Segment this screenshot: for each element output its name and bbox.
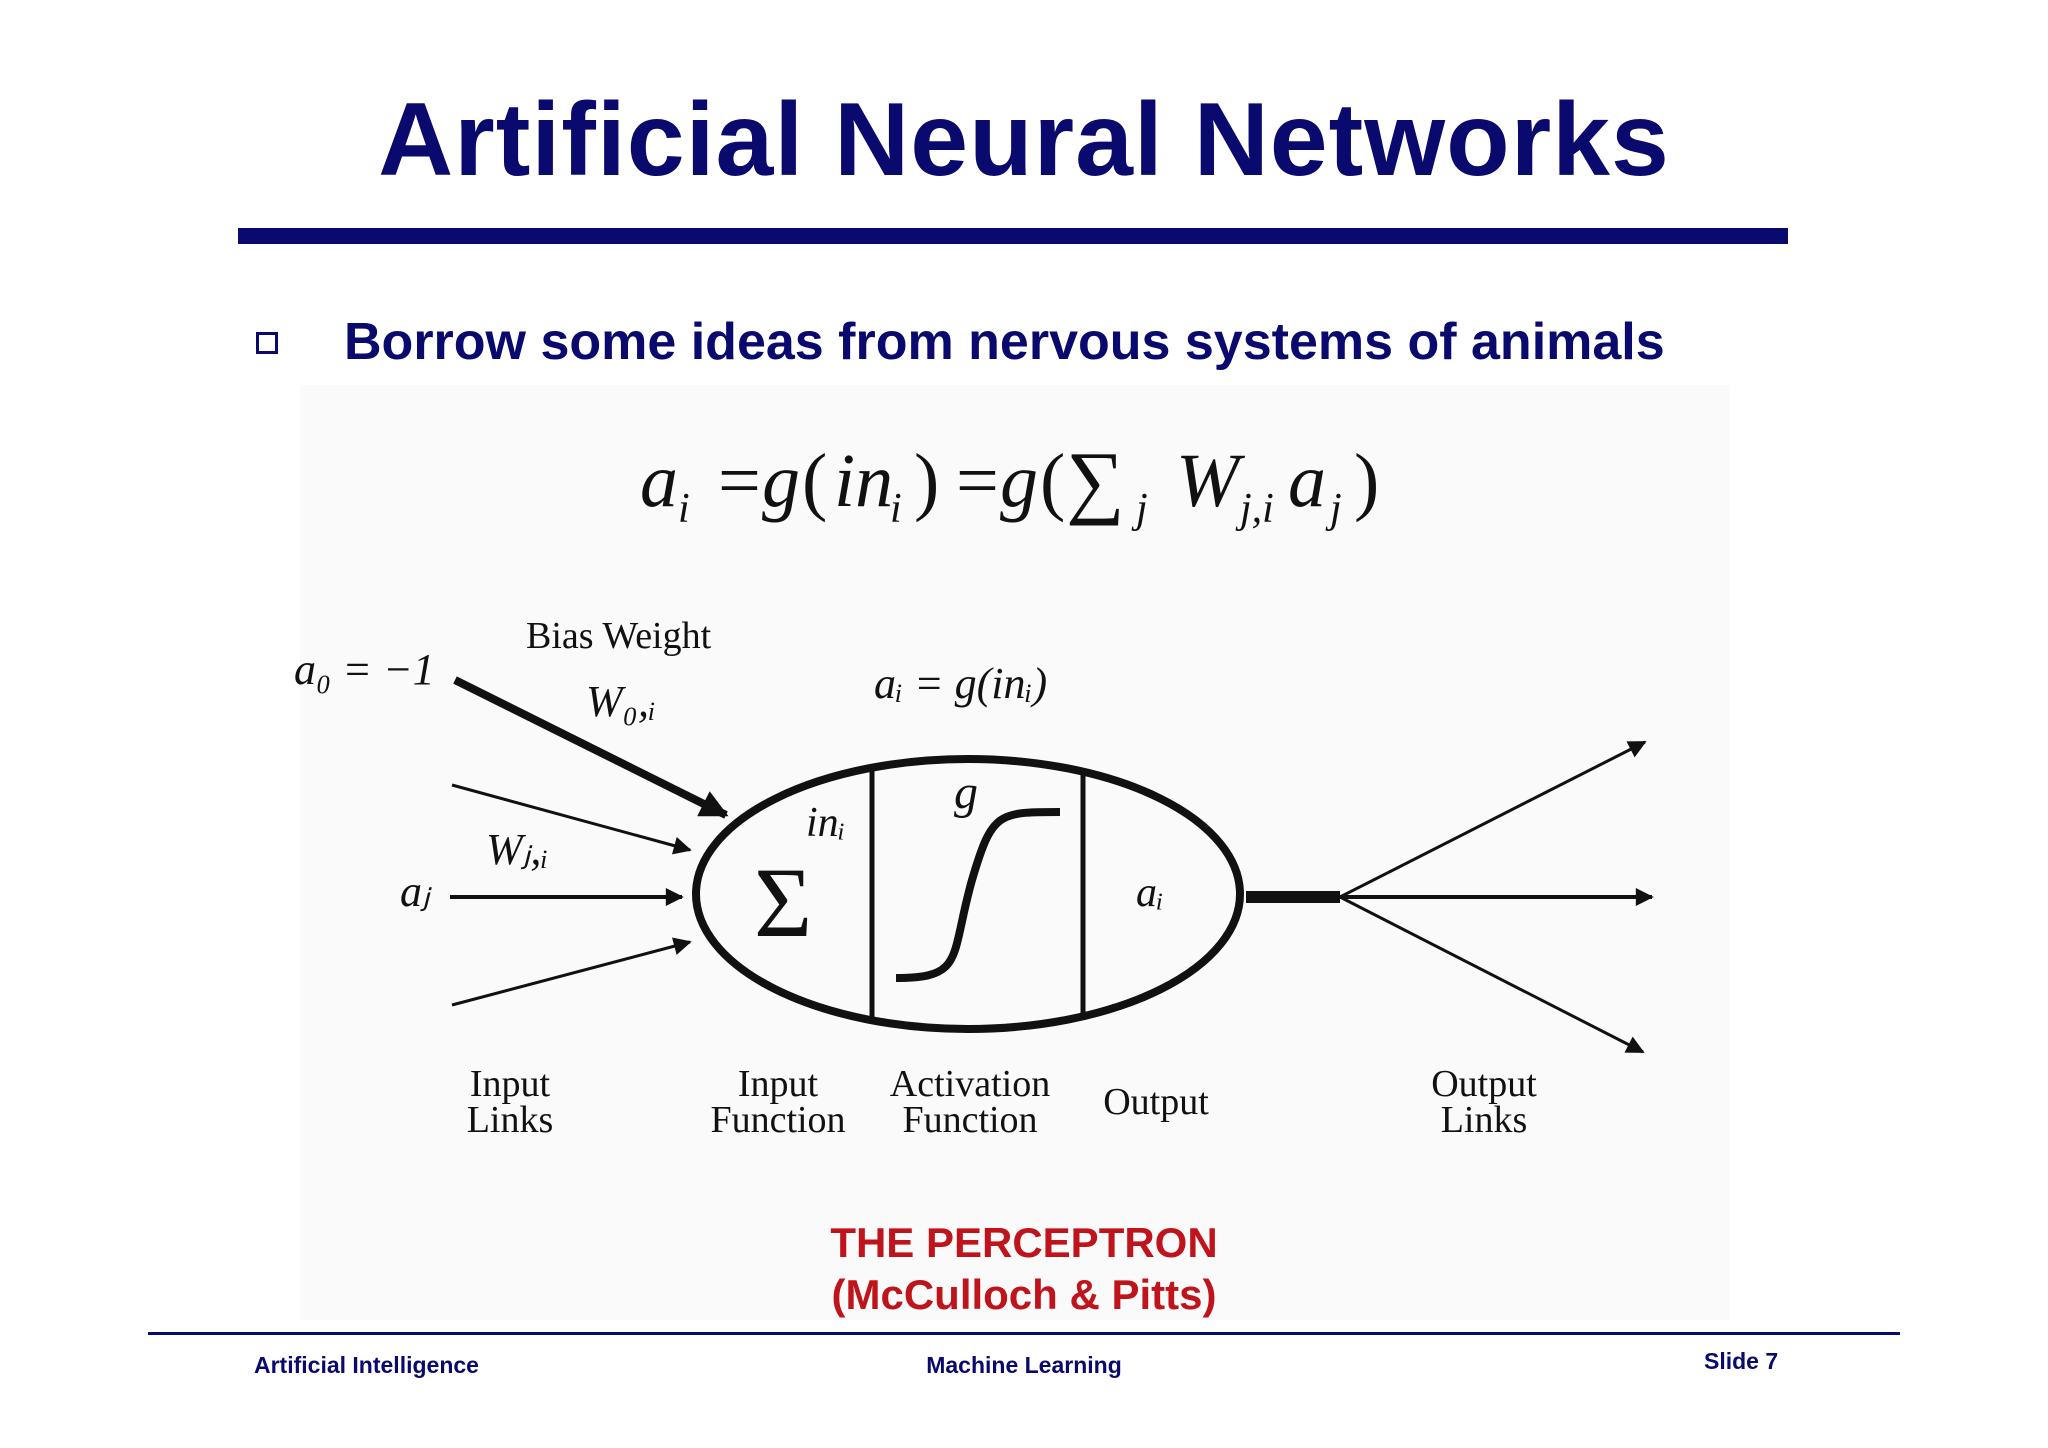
formula-lparen: ( — [802, 439, 827, 523]
formula-subscript-i: i — [890, 486, 902, 532]
formula-subscript-i: i — [678, 486, 690, 532]
output-links-label: Output — [1431, 1063, 1537, 1105]
aj-label: aⱼ — [400, 867, 432, 916]
footer-center: Machine Learning — [926, 1352, 1122, 1378]
output-link-arrow — [1339, 740, 1647, 899]
hollow-square-bullet-icon — [256, 332, 278, 354]
in-label: inᵢ — [806, 800, 845, 846]
output-label: Output — [1103, 1081, 1209, 1123]
slide-number: Slide 7 — [1704, 1348, 1779, 1374]
formula-rparen: ) — [914, 439, 939, 523]
w0i-label: W₀,ᵢ — [586, 677, 656, 726]
formula-lparen: ( — [1040, 439, 1065, 523]
activation-function-label: Function — [902, 1099, 1037, 1141]
slide-title: Artificial Neural Networks — [378, 82, 1670, 198]
formula-subscript-ji: j,i — [1235, 486, 1274, 532]
formula-W: W — [1176, 439, 1246, 523]
formula-subscript-j: j — [1131, 486, 1148, 532]
footer-left: Artificial Intelligence — [254, 1352, 479, 1378]
sigmoid-curve-icon — [895, 808, 1061, 982]
caption-title: THE PERCEPTRON — [830, 1219, 1218, 1266]
caption-subtitle: (McCulloch & Pitts) — [831, 1271, 1217, 1318]
a0-equation-label: a₀ = −1 — [294, 645, 435, 694]
wji-label: Wⱼ,ᵢ — [486, 825, 548, 874]
input-link-arrow — [451, 783, 692, 855]
input-links-label: Links — [467, 1099, 554, 1141]
bias-weight-label: Bias Weight — [526, 615, 712, 657]
ai-label: aᵢ — [1136, 870, 1164, 916]
formula-a: a — [640, 439, 678, 523]
output-link-arrow — [1339, 895, 1645, 1054]
formula-g: g — [1000, 439, 1038, 523]
input-link-arrow — [451, 937, 692, 1007]
perceptron-figure-background — [300, 385, 1730, 1320]
formula-rparen: ) — [1354, 439, 1379, 523]
formula-equals: = — [956, 439, 999, 523]
input-links-label: Input — [470, 1063, 551, 1105]
input-function-label: Function — [710, 1099, 845, 1141]
input-function-label: Input — [738, 1063, 819, 1105]
formula-in: in — [834, 439, 893, 523]
activation-formula: a i = g ( in i ) = g ( ∑ j W j,i a j ) — [640, 435, 1379, 532]
sum-symbol: Σ — [754, 847, 812, 958]
g-label: g — [954, 766, 978, 819]
title-divider — [238, 228, 1788, 244]
formula-g: g — [762, 439, 800, 523]
neuron-body — [692, 755, 1244, 1033]
bullet-text: Borrow some ideas from nervous systems o… — [344, 313, 1665, 371]
bias-input-arrow — [453, 676, 729, 819]
formula-a: a — [1288, 439, 1326, 523]
activation-equation-label: aᵢ = g(inᵢ) — [874, 659, 1047, 708]
formula-equals: = — [718, 439, 761, 523]
activation-function-label: Activation — [890, 1063, 1050, 1105]
output-links-label: Links — [1441, 1099, 1528, 1141]
formula-sum: ∑ — [1066, 435, 1124, 526]
footer-divider — [148, 1332, 1900, 1335]
formula-subscript-j: j — [1325, 486, 1342, 532]
